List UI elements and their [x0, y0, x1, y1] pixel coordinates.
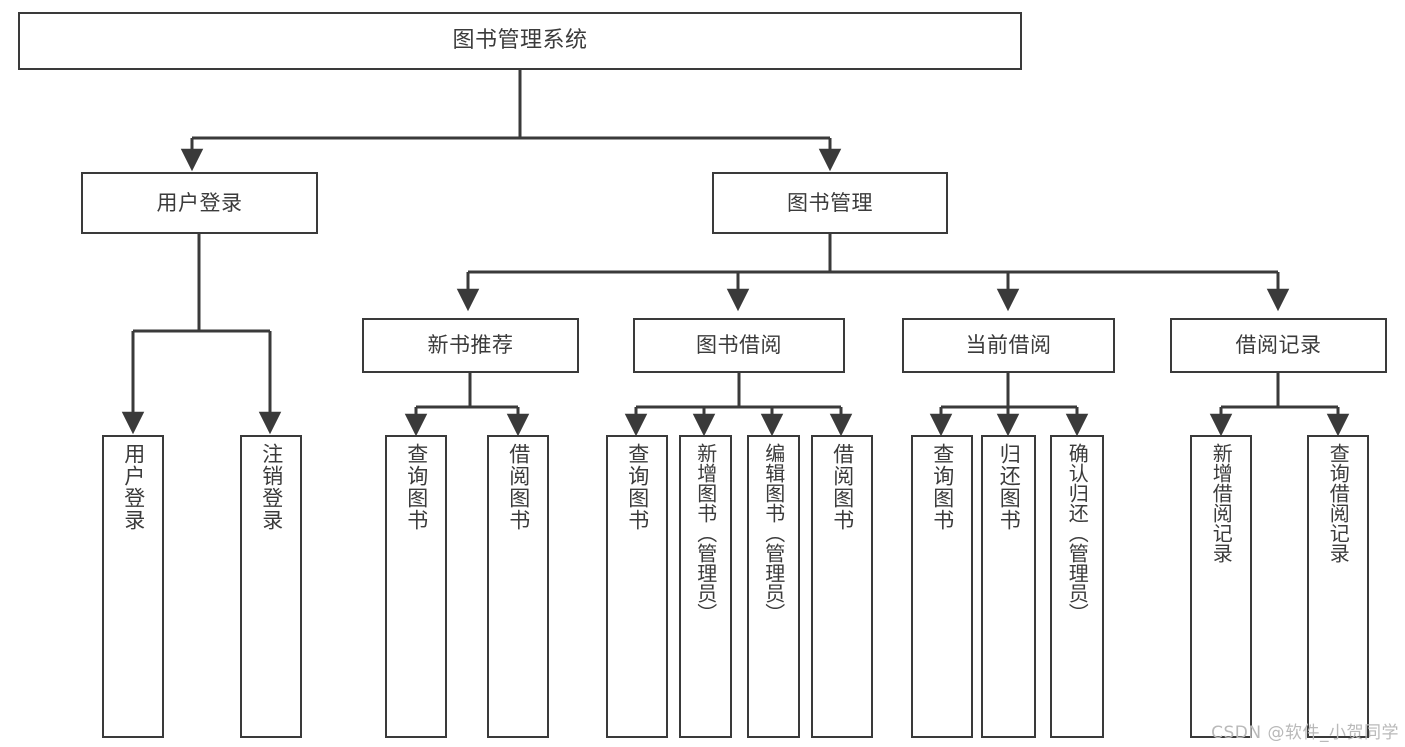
node-label: 编辑图书（管理员）	[761, 443, 786, 623]
leaf-user-login[interactable]: 用户登录	[102, 435, 164, 738]
node-label: 查询图书	[625, 443, 650, 531]
node-label: 注销登录	[259, 443, 284, 531]
leaf-add-book-admin[interactable]: 新增图书（管理员）	[679, 435, 732, 738]
node-label: 图书管理	[787, 190, 873, 215]
node-label: 图书管理系统	[452, 28, 588, 54]
node-borrow-record[interactable]: 借阅记录	[1170, 318, 1387, 373]
leaf-borrow-book[interactable]: 借阅图书	[811, 435, 873, 738]
leaf-edit-book-admin[interactable]: 编辑图书（管理员）	[747, 435, 800, 738]
node-book-management[interactable]: 图书管理	[712, 172, 948, 234]
node-label: 新增借阅记录	[1209, 443, 1234, 563]
node-label: 借阅记录	[1235, 333, 1322, 358]
node-new-book-recommend[interactable]: 新书推荐	[362, 318, 579, 373]
leaf-query-borrow-record[interactable]: 查询借阅记录	[1307, 435, 1369, 738]
node-label: 确认归还（管理员）	[1065, 443, 1090, 623]
leaf-return-book[interactable]: 归还图书	[981, 435, 1036, 738]
node-label: 图书借阅	[696, 333, 782, 358]
node-book-borrow[interactable]: 图书借阅	[633, 318, 845, 373]
leaf-query-book-borrow[interactable]: 查询图书	[606, 435, 668, 738]
node-label: 用户登录	[121, 443, 146, 531]
leaf-borrow-book-recommend[interactable]: 借阅图书	[487, 435, 549, 738]
node-label: 查询图书	[404, 443, 429, 531]
node-label: 用户登录	[156, 190, 243, 215]
node-label: 查询借阅记录	[1326, 443, 1351, 563]
node-user-login[interactable]: 用户登录	[81, 172, 318, 234]
node-label: 借阅图书	[830, 443, 855, 531]
leaf-logout[interactable]: 注销登录	[240, 435, 302, 738]
leaf-confirm-return-admin[interactable]: 确认归还（管理员）	[1050, 435, 1104, 738]
node-current-borrow[interactable]: 当前借阅	[902, 318, 1115, 373]
leaf-add-borrow-record[interactable]: 新增借阅记录	[1190, 435, 1252, 738]
node-label: 新增图书（管理员）	[693, 443, 718, 623]
node-label: 新书推荐	[427, 333, 514, 358]
node-label: 当前借阅	[965, 333, 1052, 358]
node-label: 归还图书	[997, 443, 1022, 531]
leaf-query-book-current[interactable]: 查询图书	[911, 435, 973, 738]
node-root-book-management-system[interactable]: 图书管理系统	[18, 12, 1022, 70]
watermark-text: CSDN @软件_小贺同学	[1211, 723, 1399, 743]
node-label: 查询图书	[930, 443, 955, 531]
leaf-query-book-recommend[interactable]: 查询图书	[385, 435, 447, 738]
node-label: 借阅图书	[506, 443, 531, 531]
